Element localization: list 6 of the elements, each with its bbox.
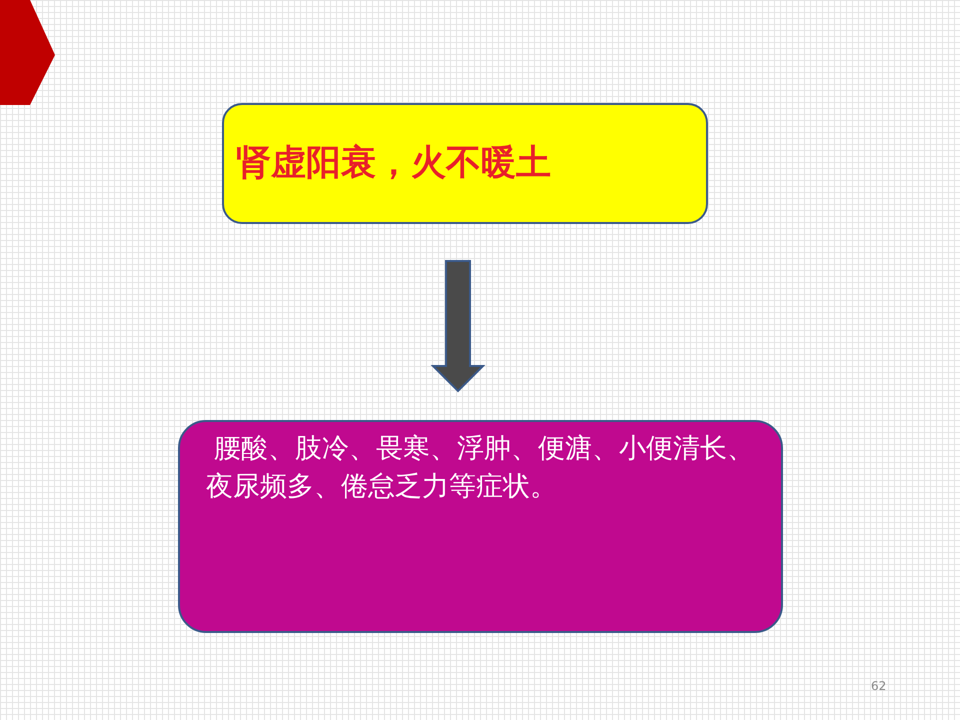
- symptom-box: [178, 420, 783, 633]
- block-arrow: [430, 260, 486, 392]
- heading-box: [222, 103, 708, 224]
- page-number: 62: [871, 679, 886, 693]
- heading-text: 肾虚阳衰，火不暖土: [236, 142, 551, 185]
- symptom-text: 腰酸、肢冷、畏寒、浮肿、便溏、小便清长、夜尿频多、倦怠乏力等症状。: [206, 432, 756, 504]
